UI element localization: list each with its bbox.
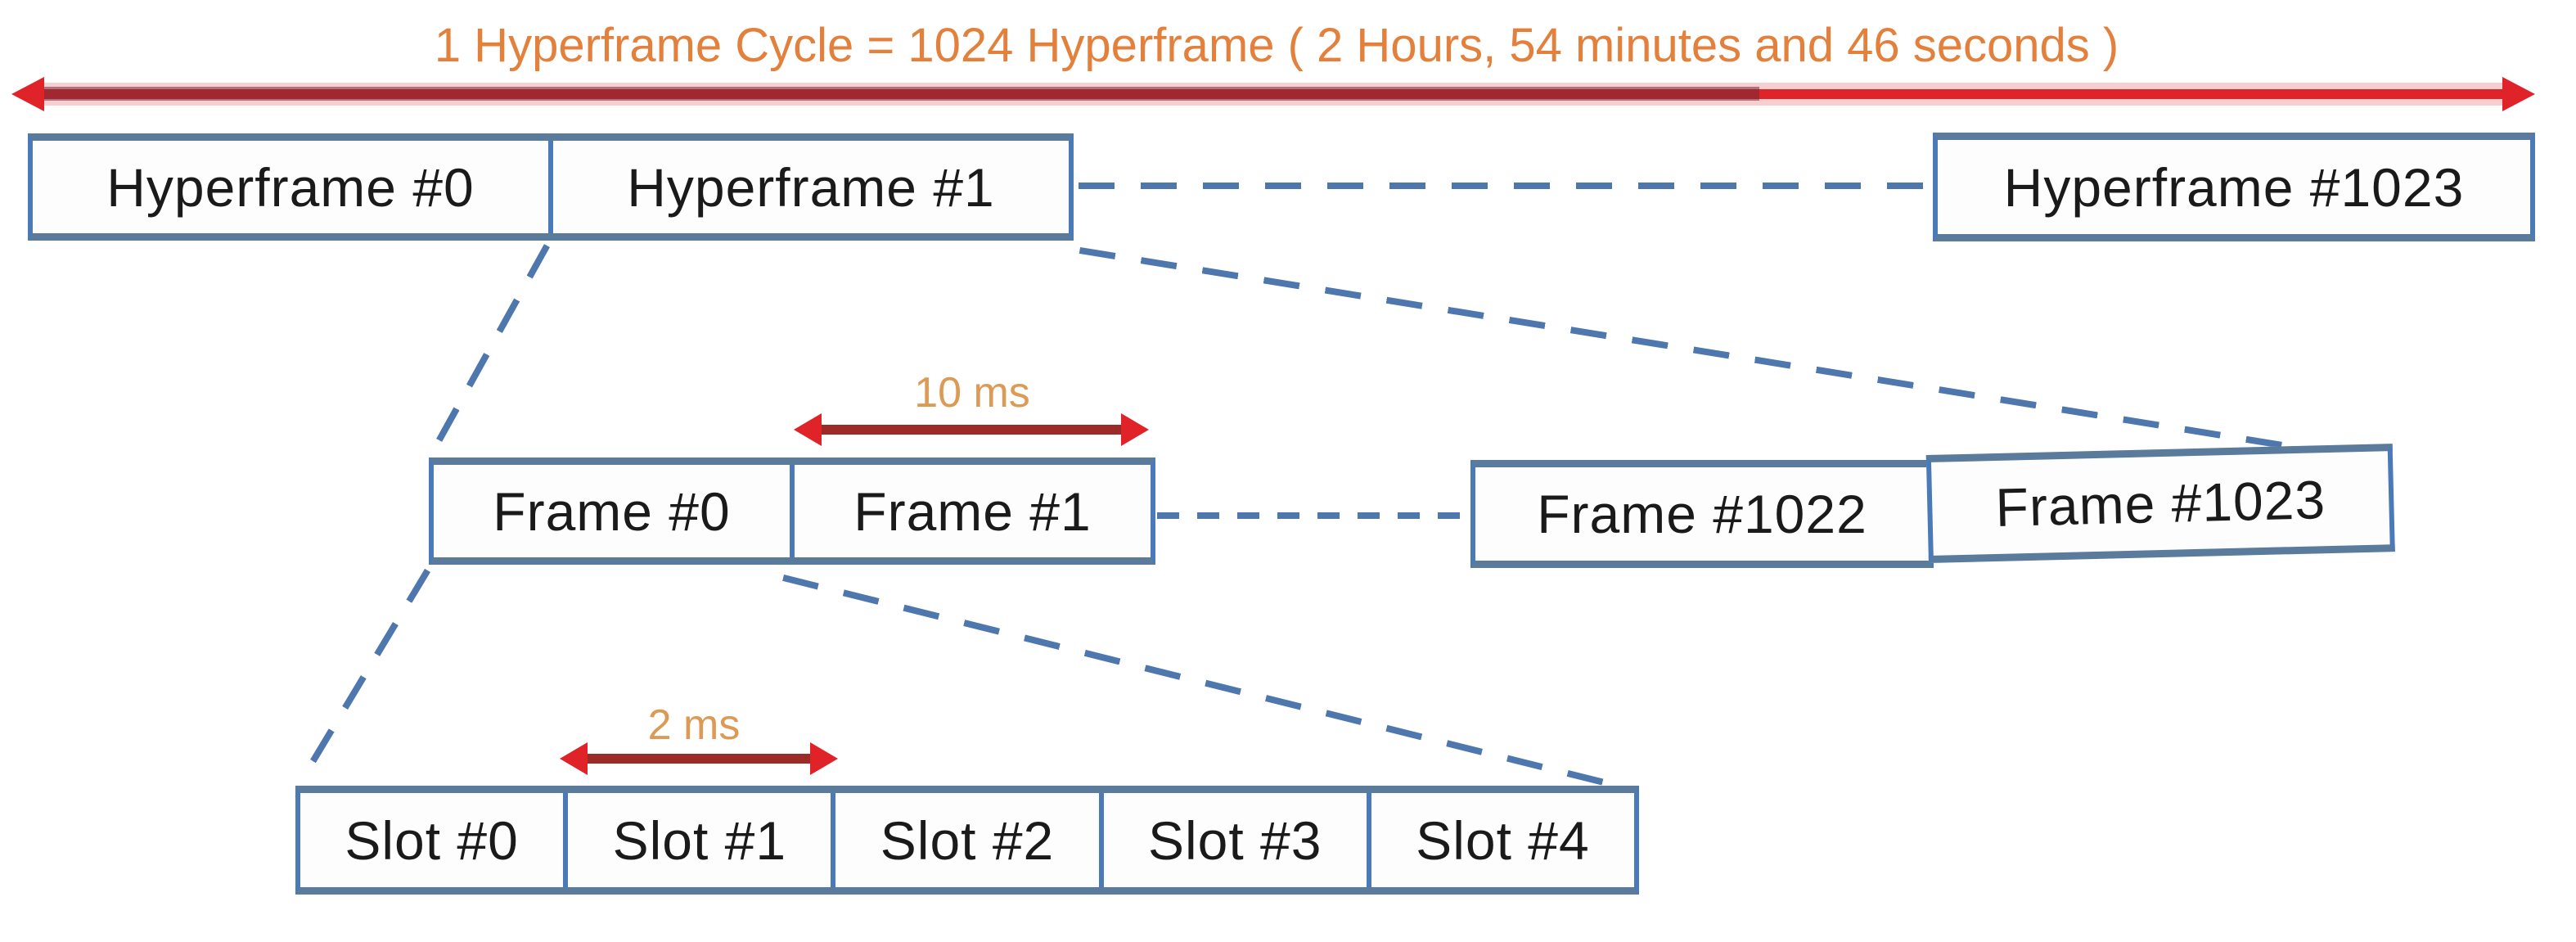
- hyperframe-cycle-title: 1 Hyperframe Cycle = 1024 Hyperframe ( 2…: [434, 19, 2119, 72]
- hyperframe-to-frame-left-connector: [426, 244, 550, 460]
- frame-ellipsis-connector: [1157, 512, 1473, 519]
- frame-1022-group: Frame #1022: [1470, 460, 1934, 568]
- frame-to-slot-left-connector: [298, 568, 430, 783]
- frame-duration-right-arrowhead-icon: [1121, 413, 1149, 446]
- slot-0-box: Slot #0: [345, 809, 519, 871]
- slot-3-box: Slot #3: [1098, 793, 1367, 887]
- cycle-arrow-dark-segment: [33, 87, 1759, 101]
- hyperframe-1023-box: Hyperframe #1023: [2003, 156, 2465, 218]
- left-arrowhead-icon: [11, 77, 44, 111]
- frame-duration-label: 10 ms: [914, 369, 1030, 417]
- frame-1023-group: Frame #1023: [1925, 444, 2395, 563]
- frame-1-box: Frame #1: [790, 465, 1151, 557]
- slot-duration-right-arrowhead-icon: [810, 742, 838, 775]
- hyperframe-0-box: Hyperframe #0: [106, 156, 475, 218]
- frame-duration-arrow-shaft: [820, 425, 1124, 435]
- hyperframe-1023-group: Hyperframe #1023: [1933, 133, 2535, 241]
- frame-0-box: Frame #0: [493, 480, 731, 542]
- slot-2-box: Slot #2: [831, 793, 1098, 887]
- slot-1-box: Slot #1: [563, 793, 831, 887]
- slot-duration-left-arrowhead-icon: [560, 742, 588, 775]
- slot-duration-arrow-shaft: [584, 754, 813, 764]
- frame-group: Frame #0 Frame #1: [429, 457, 1155, 565]
- frame-duration-left-arrowhead-icon: [794, 413, 822, 446]
- frame-1022-box: Frame #1022: [1537, 484, 1867, 544]
- hyperframe-group: Hyperframe #0 Hyperframe #1: [28, 133, 1074, 241]
- hyperframe-1-box: Hyperframe #1: [548, 141, 1069, 233]
- hyperframe-to-frame-right-connector: [1079, 247, 2389, 466]
- frame-to-slot-right-connector: [782, 575, 1626, 791]
- right-arrowhead-icon: [2502, 77, 2535, 111]
- frame-1023-box: Frame #1023: [1994, 469, 2326, 538]
- hyperframe-ellipsis-connector: [1079, 183, 1931, 189]
- slot-4-box: Slot #4: [1366, 793, 1634, 887]
- slot-group: Slot #0 Slot #1 Slot #2 Slot #3 Slot #4: [295, 786, 1639, 895]
- slot-duration-label: 2 ms: [647, 701, 741, 749]
